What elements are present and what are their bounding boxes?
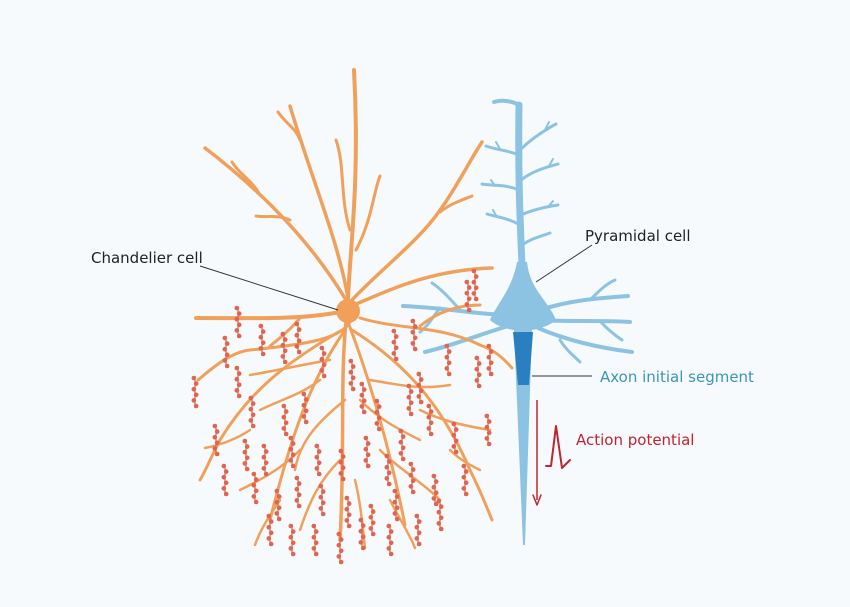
cartridge — [338, 448, 346, 482]
apical-dendrite — [515, 101, 526, 269]
cartridge — [359, 381, 367, 415]
cartridge — [261, 443, 269, 477]
action-potential-label: Action potential — [576, 431, 694, 449]
cartridge — [461, 463, 469, 497]
cartridge — [484, 413, 492, 447]
cartridge — [436, 498, 444, 532]
cartridge — [474, 355, 482, 389]
cartridge — [384, 453, 392, 487]
cartridge — [416, 371, 424, 405]
pyramidal-soma — [490, 262, 556, 331]
chandelier-leader — [199, 265, 339, 311]
cartridge — [410, 318, 418, 352]
cartridge — [288, 435, 296, 469]
action-potential-trace — [545, 425, 571, 469]
cartridge — [234, 365, 242, 399]
cartridge — [444, 343, 452, 377]
cartridge — [391, 328, 399, 362]
cartridge — [301, 391, 309, 425]
cartridge — [368, 503, 376, 537]
action-potential-indicator — [532, 400, 571, 506]
axon-initial-segment — [513, 332, 533, 385]
cartridge — [426, 403, 434, 437]
cartridge — [258, 323, 266, 357]
cartridge — [358, 517, 366, 551]
cartridge — [336, 531, 344, 565]
cartridge — [234, 305, 242, 339]
cartridge — [294, 475, 302, 509]
cartridge — [451, 421, 459, 455]
axo-axonic-cartridges — [191, 268, 494, 565]
cartridge — [311, 523, 319, 557]
cartridge — [274, 488, 282, 522]
cartridge — [392, 488, 400, 522]
cartridge — [280, 331, 288, 365]
cartridge — [288, 523, 296, 557]
cartridge — [363, 435, 371, 469]
cartridge — [248, 395, 256, 429]
cartridge — [266, 513, 274, 547]
chandelier-dendrite — [346, 68, 358, 300]
cartridge — [406, 383, 414, 417]
pyramidal-leader — [535, 244, 593, 283]
cartridge — [431, 473, 439, 507]
cartridge — [471, 268, 479, 302]
cartridge — [281, 403, 289, 437]
pyramidal-cell — [401, 98, 634, 545]
chandelier-soma — [336, 299, 360, 323]
cartridge — [414, 513, 422, 547]
cartridge — [319, 345, 327, 379]
cartridge — [222, 335, 230, 369]
cartridge — [251, 471, 259, 505]
cartridge — [191, 375, 199, 409]
cartridge — [344, 495, 352, 529]
cartridge — [242, 438, 250, 472]
cartridge — [212, 423, 220, 457]
cartridge — [374, 398, 382, 432]
chandelier-cell-label: Chandelier cell — [91, 249, 203, 267]
cartridge — [398, 428, 406, 462]
cartridge — [348, 358, 356, 392]
cartridge — [318, 483, 326, 517]
leader-lines — [199, 244, 593, 377]
pyramidal-cell-label: Pyramidal cell — [585, 227, 691, 245]
axon-initial-segment-label: Axon initial segment — [600, 368, 754, 386]
cartridge — [464, 279, 472, 313]
cartridge — [314, 443, 322, 477]
cartridge — [486, 343, 494, 377]
cartridge — [221, 463, 229, 497]
chandelier-axon — [338, 320, 348, 542]
cartridge — [386, 523, 394, 557]
cartridge — [294, 321, 302, 355]
cartridge — [408, 461, 416, 495]
